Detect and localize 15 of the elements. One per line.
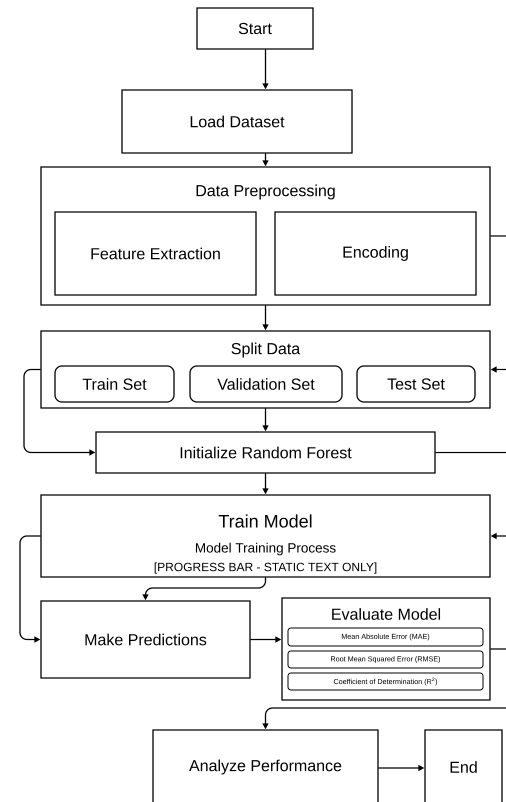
- process-box: Feature Extraction: [54, 211, 257, 296]
- rounded-box: Test Set: [356, 365, 476, 403]
- process-box: Load Dataset: [121, 89, 353, 154]
- process-box: End: [424, 729, 503, 802]
- group-box: Train Model Model Training Process [PROGRESS BAR - STATIC TEXT ONLY]: [40, 494, 491, 578]
- connector-line: [490, 648, 506, 650]
- connector-line: [436, 452, 506, 454]
- rounded-box: Validation Set: [189, 365, 343, 403]
- process-box: Analyze Performance: [152, 729, 379, 802]
- process-box: Make Predictions: [40, 600, 251, 679]
- rounded-box: Train Set: [54, 365, 175, 403]
- process-box: Initialize Random Forest: [95, 431, 436, 474]
- process-box: Start: [196, 7, 314, 50]
- connector-line: [490, 235, 506, 237]
- process-box: Encoding: [274, 211, 477, 296]
